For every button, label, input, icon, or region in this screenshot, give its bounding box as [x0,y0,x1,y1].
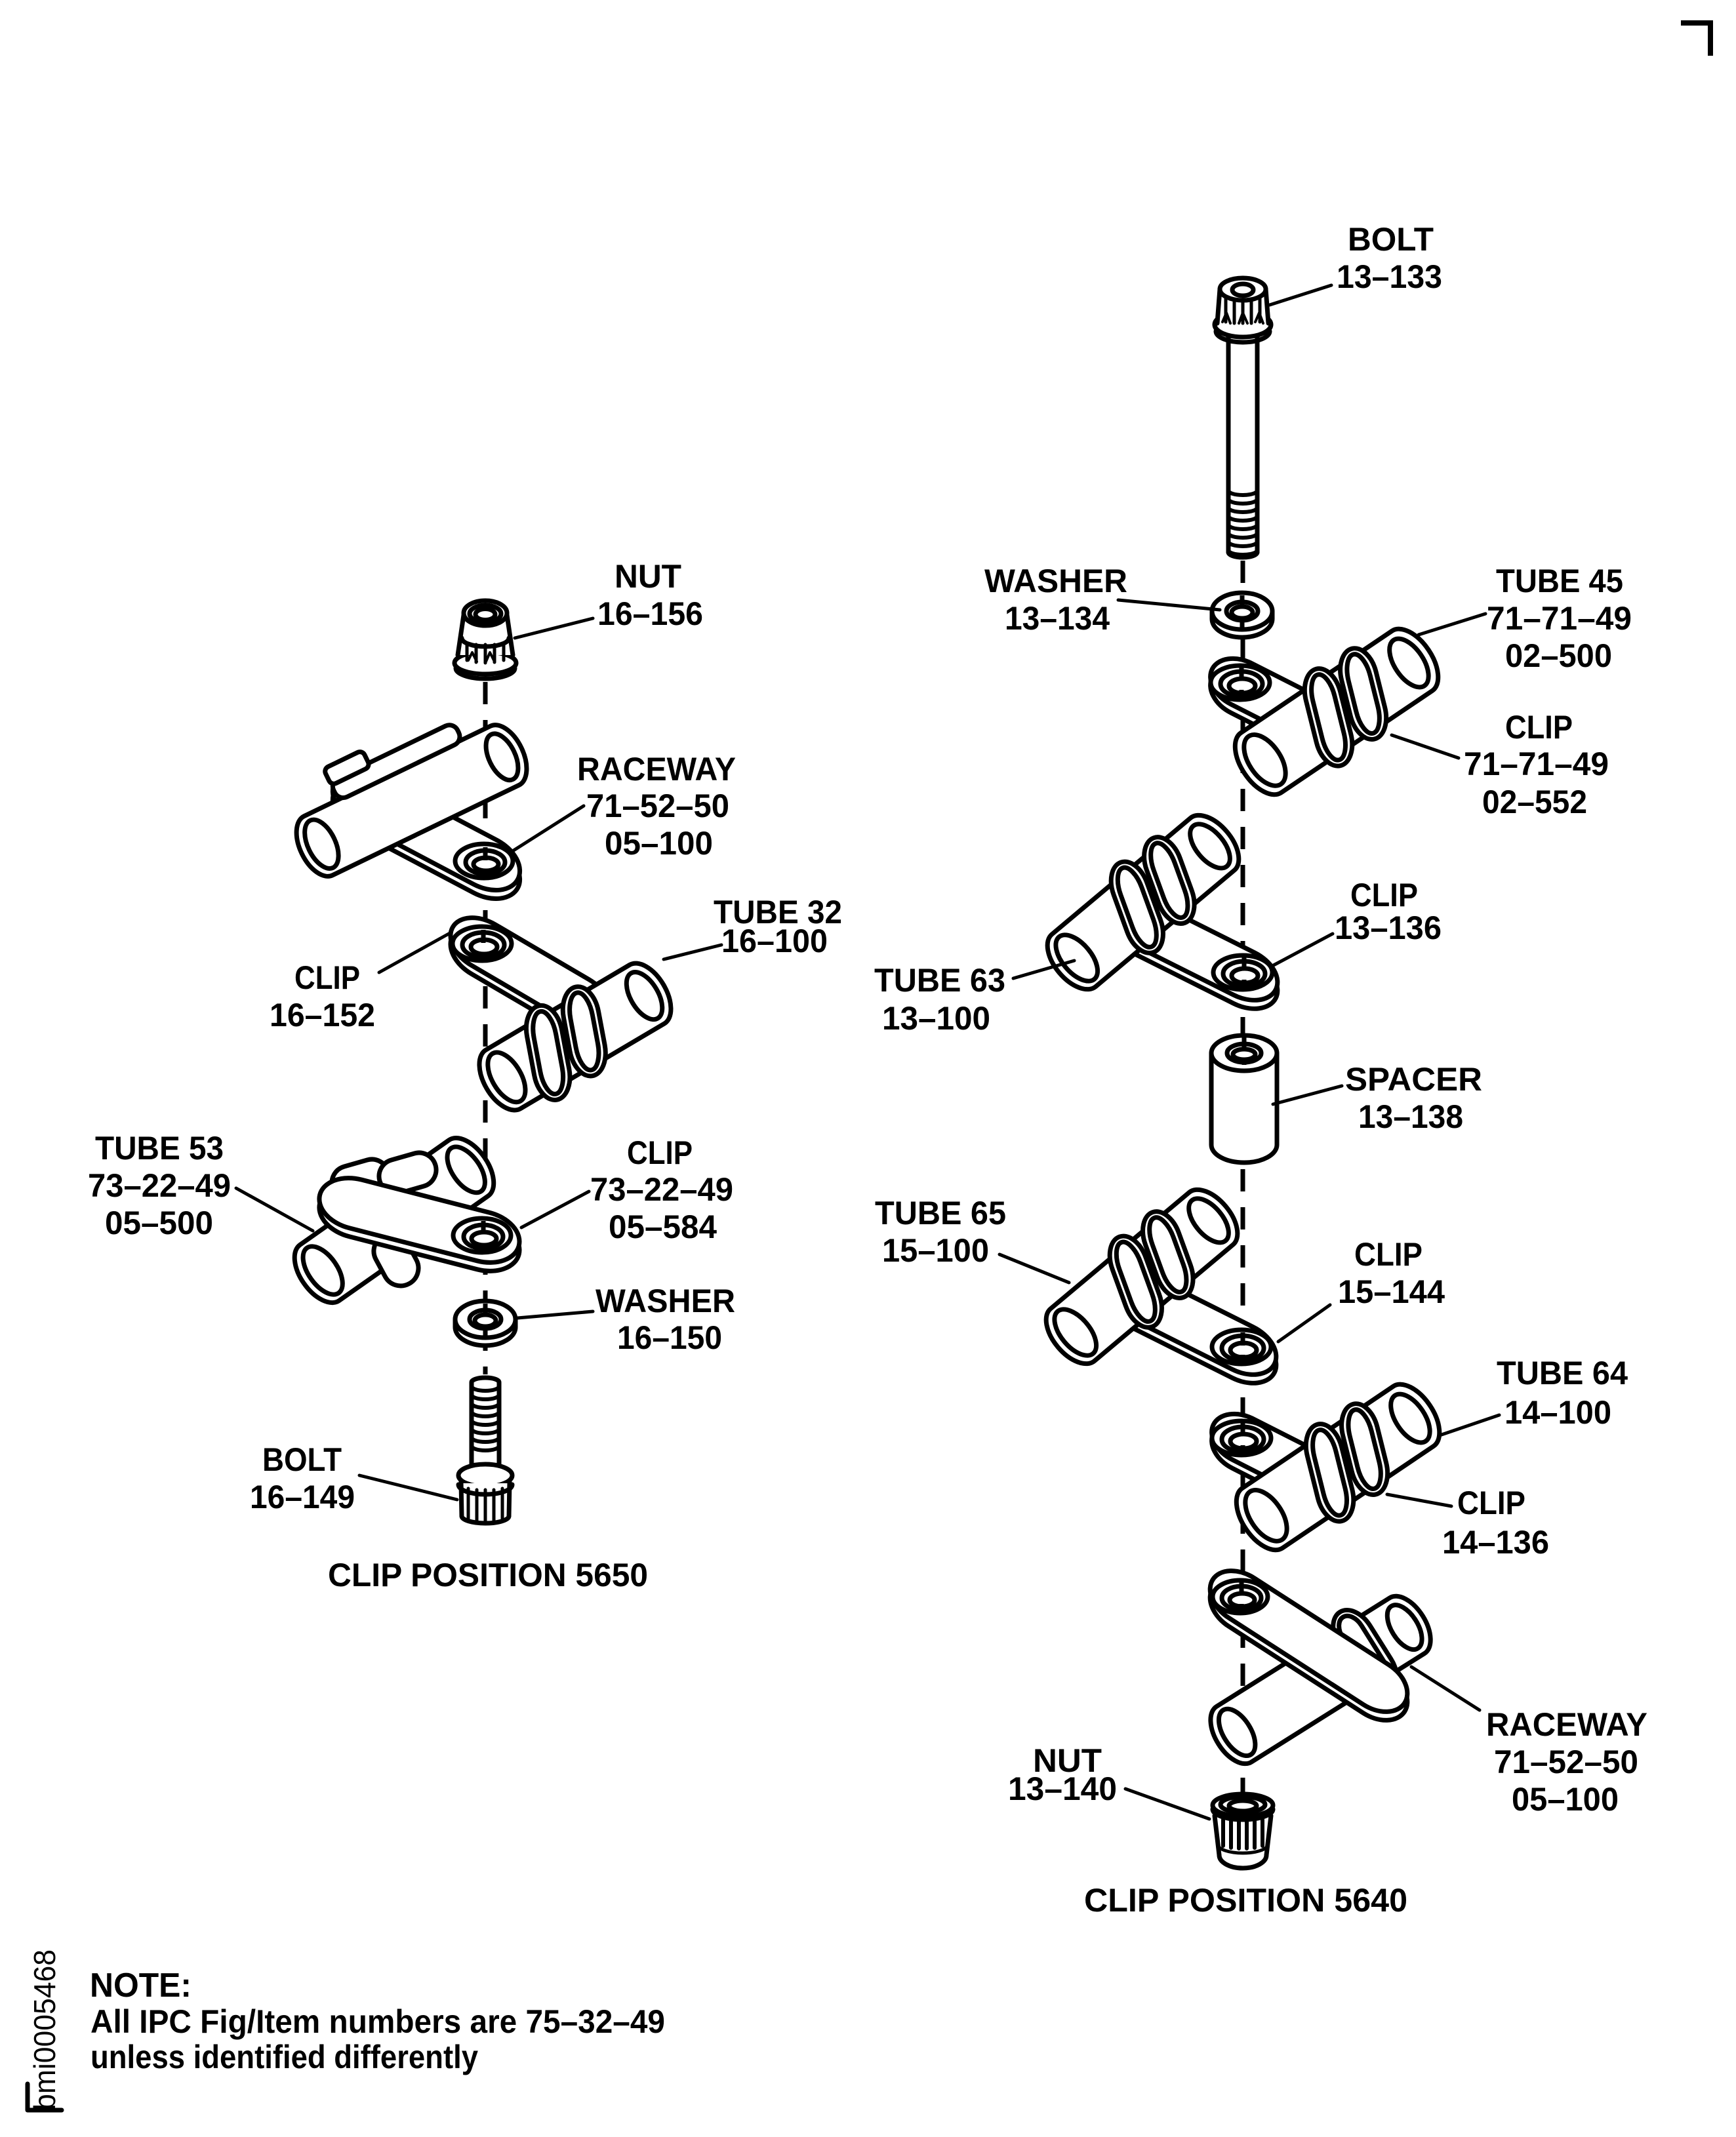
svg-text:CLIP: CLIP [627,1134,693,1171]
svg-text:73–22–49: 73–22–49 [590,1171,733,1208]
svg-text:CLIP POSITION 5650: CLIP POSITION 5650 [328,1557,648,1593]
svg-text:13–136: 13–136 [1335,909,1442,946]
svg-text:14–136: 14–136 [1442,1524,1549,1561]
svg-text:05–100: 05–100 [1512,1781,1619,1818]
svg-text:16–156: 16–156 [597,595,703,632]
svg-text:16–149: 16–149 [250,1479,355,1515]
svg-text:unless identified differently: unless identified differently [91,2039,478,2075]
svg-text:CLIP: CLIP [1350,877,1418,913]
svg-text:CLIP: CLIP [1354,1236,1423,1273]
svg-text:BOLT: BOLT [1348,221,1434,258]
svg-text:13–134: 13–134 [1005,600,1110,637]
svg-text:TUBE 63: TUBE 63 [874,962,1005,999]
svg-text:05–500: 05–500 [105,1205,213,1241]
svg-text:15–144: 15–144 [1338,1273,1445,1310]
svg-text:71–71–49: 71–71–49 [1464,746,1609,782]
svg-text:14–100: 14–100 [1504,1394,1611,1431]
svg-text:NUT: NUT [1033,1742,1102,1779]
svg-text:CLIP: CLIP [1505,709,1573,746]
svg-text:13–133: 13–133 [1337,258,1442,295]
svg-text:13–138: 13–138 [1358,1098,1463,1135]
svg-text:WASHER: WASHER [595,1283,735,1319]
svg-text:RACEWAY: RACEWAY [1486,1706,1647,1743]
svg-text:13–100: 13–100 [882,1000,990,1037]
svg-text:WASHER: WASHER [984,563,1127,599]
svg-text:16–152: 16–152 [270,997,375,1033]
svg-text:16–150: 16–150 [617,1319,722,1356]
svg-text:73–22–49: 73–22–49 [88,1167,231,1204]
svg-text:NUT: NUT [615,558,681,595]
svg-text:TUBE 53: TUBE 53 [95,1130,224,1167]
svg-text:CLIP POSITION 5640: CLIP POSITION 5640 [1084,1882,1407,1919]
svg-text:TUBE 64: TUBE 64 [1497,1355,1628,1391]
svg-text:SPACER: SPACER [1345,1061,1482,1098]
svg-text:16–100: 16–100 [721,923,828,959]
svg-text:02–500: 02–500 [1505,637,1612,674]
svg-text:13–140: 13–140 [1008,1770,1117,1807]
svg-text:02–552: 02–552 [1482,784,1587,820]
svg-text:bmi0005468: bmi0005468 [28,1949,62,2110]
svg-text:05–584: 05–584 [609,1208,717,1245]
svg-text:TUBE 65: TUBE 65 [875,1195,1006,1231]
svg-text:15–100: 15–100 [882,1232,989,1269]
svg-text:71–71–49: 71–71–49 [1487,600,1632,637]
svg-text:71–52–50: 71–52–50 [586,788,729,824]
svg-text:RACEWAY: RACEWAY [577,751,736,788]
svg-text:TUBE 45: TUBE 45 [1496,563,1623,599]
svg-text:NOTE:: NOTE: [90,1967,192,2005]
svg-text:CLIP: CLIP [294,959,360,996]
svg-text:TUBE 32: TUBE 32 [714,894,842,930]
svg-text:05–100: 05–100 [605,825,713,862]
svg-text:71–52–50: 71–52–50 [1494,1744,1638,1780]
svg-text:BOLT: BOLT [262,1441,342,1478]
svg-text:All IPC Fig/Item numbers are 7: All IPC Fig/Item numbers are 75–32–49 [91,2003,665,2040]
svg-text:CLIP: CLIP [1457,1485,1525,1521]
